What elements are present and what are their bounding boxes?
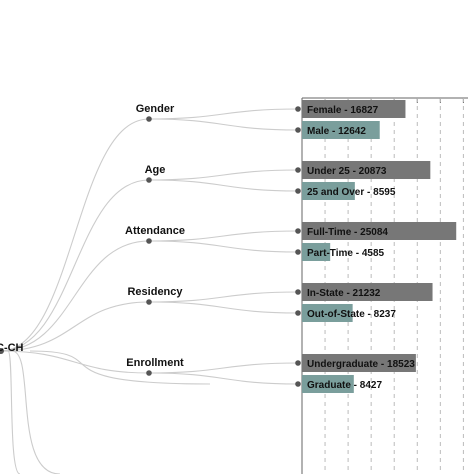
- leaf-node: [295, 188, 301, 194]
- tree-link: [0, 179, 150, 352]
- bar-label: Part-Time - 4585: [307, 248, 385, 259]
- group-node: [146, 116, 152, 122]
- group-node: [146, 177, 152, 183]
- group-node: [146, 299, 152, 305]
- tree-link: [29, 350, 211, 385]
- leaf-node: [295, 127, 301, 133]
- leaf-node: [295, 381, 301, 387]
- bars: [302, 100, 457, 393]
- tree-link: [148, 169, 299, 181]
- group-label: Gender: [136, 103, 175, 115]
- bar-label: Female - 16827: [307, 105, 379, 116]
- bar: [302, 182, 355, 200]
- bar: [302, 243, 331, 261]
- tree-link: [148, 108, 299, 120]
- tree-link: [148, 230, 299, 242]
- bar: [302, 354, 416, 372]
- bar: [302, 222, 457, 240]
- leaf-node: [295, 289, 301, 295]
- tree-link: [0, 118, 150, 352]
- tree-link: [148, 118, 299, 131]
- tree-link: [7, 350, 21, 474]
- group-label: Attendance: [125, 225, 185, 237]
- group-label: Age: [145, 164, 166, 176]
- bar-label: Undergraduate - 18523: [307, 359, 415, 370]
- bar-label: Full-Time - 25084: [307, 227, 388, 238]
- bar: [302, 375, 354, 393]
- tree-link: [148, 240, 299, 253]
- bar-label: Graduate - 8427: [307, 380, 382, 391]
- group-label: Enrollment: [126, 357, 184, 369]
- group-node: [146, 370, 152, 376]
- leaf-node: [295, 228, 301, 234]
- bar: [302, 304, 353, 322]
- bar: [302, 161, 431, 179]
- bar-label: 25 and Over - 8595: [307, 187, 396, 198]
- tree-link: [0, 301, 150, 352]
- root-label: C-CH: [0, 342, 24, 354]
- bar: [302, 283, 433, 301]
- tree-nodes: [0, 106, 301, 387]
- bar-label: Under 25 - 20873: [307, 166, 387, 177]
- leaf-node: [295, 310, 301, 316]
- group-node: [146, 238, 152, 244]
- tree-link: [0, 240, 150, 352]
- tree-link: [148, 362, 299, 374]
- group-label: Residency: [127, 286, 183, 298]
- bar-label: Male - 12642: [307, 126, 366, 137]
- root-node: [0, 348, 4, 354]
- tree-link: [0, 350, 150, 374]
- bar-label: Out-of-State - 8237: [307, 309, 396, 320]
- tree-links: [0, 108, 299, 474]
- leaf-node: [295, 167, 301, 173]
- tree-link: [148, 291, 299, 303]
- bar: [302, 121, 380, 139]
- leaf-node: [295, 360, 301, 366]
- leaf-node: [295, 249, 301, 255]
- tree-link: [148, 372, 299, 385]
- leaf-node: [295, 106, 301, 112]
- tree-link: [148, 179, 299, 192]
- bar: [302, 100, 406, 118]
- tree-link: [11, 350, 61, 474]
- tree-link: [148, 301, 299, 314]
- bar-label: In-State - 21232: [307, 288, 381, 299]
